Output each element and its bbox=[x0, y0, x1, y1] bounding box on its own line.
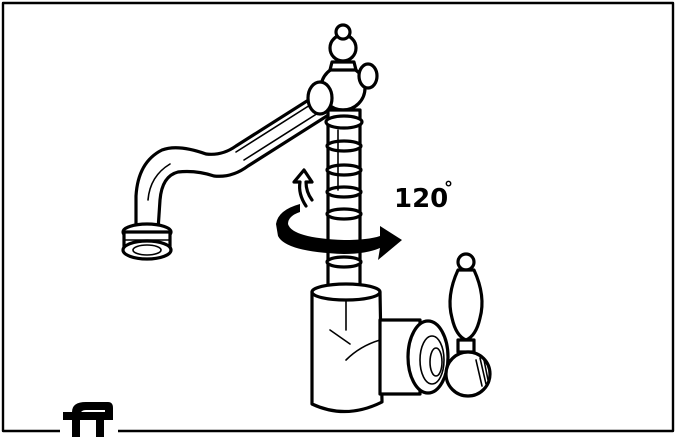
faucet-handle bbox=[444, 252, 492, 398]
rotation-arrow-icon bbox=[276, 168, 402, 260]
faucet-spout bbox=[121, 92, 332, 261]
faucet-illustration bbox=[121, 23, 492, 414]
degree-symbol: ° bbox=[444, 178, 453, 199]
frame-border bbox=[1, 1, 675, 433]
rotation-value: 120 bbox=[394, 184, 448, 214]
faucet-base bbox=[310, 282, 450, 414]
rotation-angle-label: 120 ° bbox=[394, 178, 453, 214]
faucet-column bbox=[324, 108, 364, 292]
corner-logo-icon bbox=[60, 398, 118, 438]
faucet-top-knob bbox=[306, 23, 379, 116]
